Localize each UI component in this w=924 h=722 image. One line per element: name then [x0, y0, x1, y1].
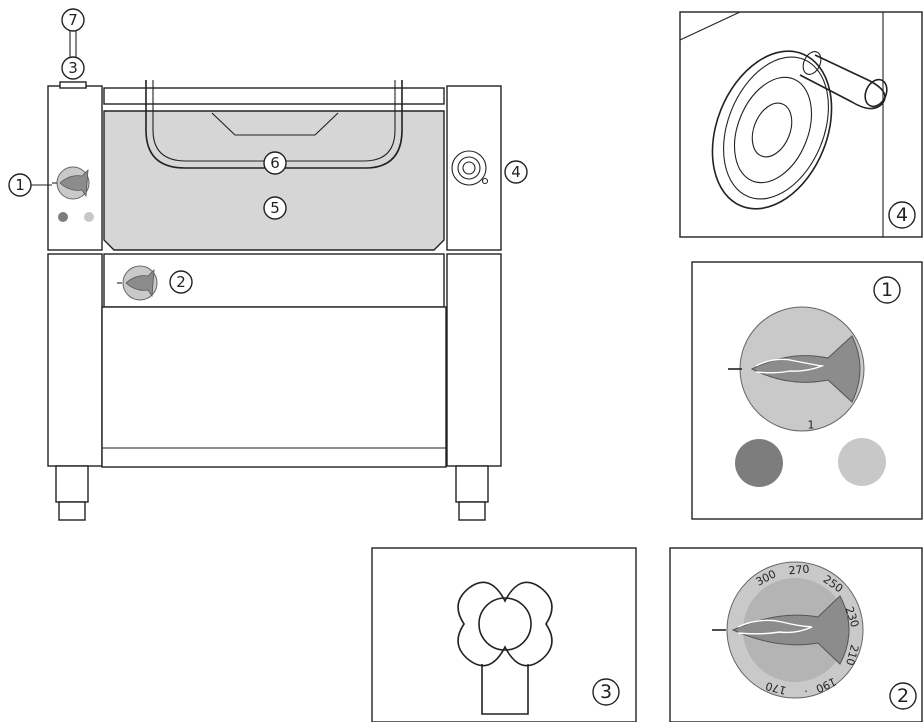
- detail-1-knob-mark: 1: [808, 419, 815, 432]
- main-indicator-light: [84, 212, 94, 222]
- top-rim: [103, 87, 445, 105]
- dial-scale-270: 270: [788, 563, 810, 578]
- detail-2-dial: 300 270 250 230 210 190 · 170: [712, 561, 864, 699]
- detail-4-ring-inner: [751, 102, 793, 158]
- callout-main-7: 7: [61, 8, 85, 32]
- right-foot: [458, 501, 486, 521]
- callout-main-5-text: 5: [270, 199, 280, 217]
- callout-main-4-text: 4: [511, 163, 521, 181]
- detail-1-indicator-dark: [735, 439, 783, 487]
- detail-3-frame: [371, 547, 637, 722]
- detail-4-ring-outer-b: [723, 56, 829, 200]
- detail-4-crank-handle: [799, 54, 886, 110]
- handwheel-crank: [481, 177, 489, 185]
- main-knob-2-pointer: [125, 268, 155, 298]
- detail-2-dial-pointer-highlight: [737, 619, 813, 635]
- main-knob-1-pointer: [59, 168, 89, 198]
- main-knob-1: [52, 166, 90, 200]
- detail-4-crank-base: [802, 51, 822, 75]
- handwheel-mid: [457, 156, 481, 180]
- detail-4-handwheel: [711, 50, 888, 210]
- detail-2-dial-pointer: [731, 595, 850, 665]
- detail-panel-3: 3: [371, 547, 637, 722]
- detail-1-knob: 1: [728, 306, 865, 432]
- control-panel-strip: [103, 253, 445, 308]
- detail-3-knob-center: [478, 597, 532, 651]
- callout-detail-1-text: 1: [881, 279, 893, 301]
- callout-main-1: 1: [8, 173, 52, 197]
- right-leg: [455, 465, 489, 503]
- detail-1-knob-pointer: [750, 335, 861, 403]
- callout-main-5: 5: [263, 196, 287, 220]
- detail-panel-4: 4: [679, 11, 923, 238]
- callout-detail-1: 1: [873, 276, 901, 304]
- callout-main-1-text: 1: [15, 176, 25, 194]
- callout-main-4: 4: [504, 160, 528, 184]
- detail-1-indicator-light: [838, 438, 886, 486]
- main-indicator-dark: [58, 212, 68, 222]
- detail-panel-1: 1 1: [691, 261, 923, 520]
- basin-spout: [211, 112, 339, 136]
- detail-4-crank-end: [864, 78, 888, 108]
- detail-1-knob-pointer-highlight: [755, 358, 825, 374]
- handwheel-inner: [462, 161, 476, 175]
- callout-main-6-text: 6: [270, 154, 280, 172]
- main-handwheel-4: [451, 150, 489, 186]
- right-control-column: [446, 85, 502, 251]
- stem-cap: [59, 81, 87, 89]
- detail-3-star-knob: [457, 581, 553, 667]
- callout-detail-2: 2: [889, 682, 917, 710]
- dial-scale-230: 230: [843, 605, 862, 629]
- callout-main-3: 3: [61, 56, 85, 80]
- detail-4-frame: [679, 11, 923, 238]
- handwheel-outer: [451, 150, 487, 186]
- main-knob-2: [117, 265, 158, 301]
- callout-detail-4-text: 4: [896, 204, 908, 226]
- dial-scale-170: 170: [764, 679, 788, 697]
- left-foot: [58, 501, 86, 521]
- detail-2-dial-scale: 300 270 250 230 210 190 · 170: [754, 563, 862, 698]
- callout-main-2-text: 2: [176, 273, 186, 291]
- detail-4-housing: [679, 11, 741, 41]
- callout-detail-4: 4: [888, 201, 916, 229]
- left-lower-column: [47, 253, 103, 467]
- left-leg: [55, 465, 89, 503]
- detail-3-knob-stem: [481, 664, 529, 715]
- callout-detail-3: 3: [592, 678, 620, 706]
- callout-main-2: 2: [169, 270, 193, 294]
- callout-main-6: 6: [263, 151, 287, 175]
- detail-4-ring-outer: [711, 50, 833, 210]
- callout-detail-2-text: 2: [897, 685, 909, 707]
- callout-main-7-text: 7: [68, 11, 78, 29]
- appliance-front-view: 7 3 1 6 5 4 2: [8, 8, 528, 521]
- callout-detail-3-text: 3: [600, 681, 612, 703]
- dial-scale-210: 210: [843, 643, 861, 667]
- detail-4-ring-mid: [734, 76, 812, 184]
- tilting-basin: [103, 110, 445, 251]
- detail-panel-2: 300 270 250 230 210 190 · 170 2: [669, 547, 923, 722]
- right-lower-column: [446, 253, 502, 467]
- callout-main-3-text: 3: [68, 59, 78, 77]
- dial-scale-dot: ·: [803, 684, 809, 697]
- lower-frame: [101, 306, 447, 468]
